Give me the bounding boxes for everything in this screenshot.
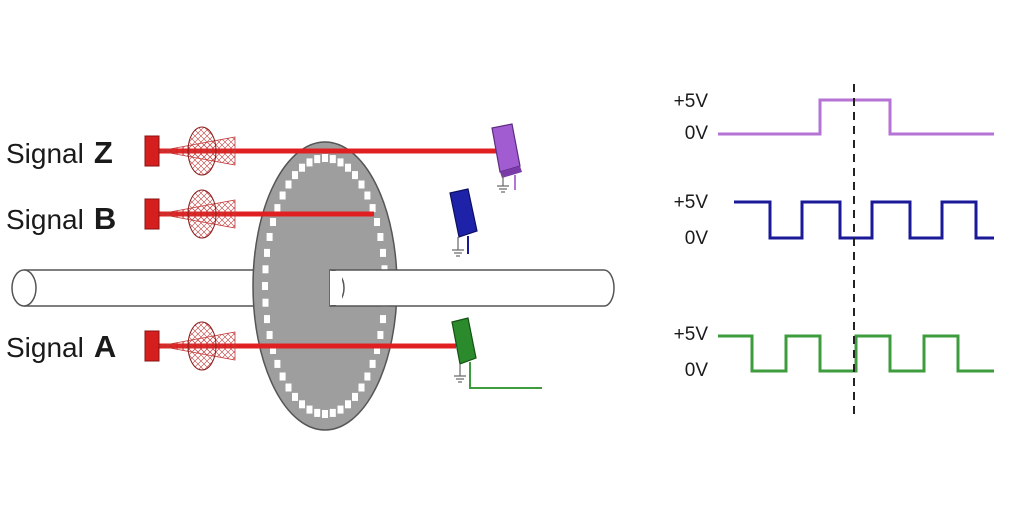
disk-slot (374, 346, 380, 354)
disk-slot (329, 155, 336, 164)
disk-slot (364, 372, 371, 381)
disk-slot (270, 218, 276, 226)
emitter-b (144, 189, 236, 239)
detector-z (491, 123, 522, 193)
disk-slot (264, 315, 270, 324)
disk-slot (369, 359, 376, 368)
disk-slot (262, 298, 269, 307)
waveform-b (734, 200, 994, 240)
disk-slot (358, 383, 365, 392)
disk-slot (274, 359, 281, 368)
signal-letter: A (93, 329, 117, 364)
disk-slot (314, 408, 321, 417)
disk-slot (377, 331, 384, 339)
voltage-high-b: +5V (673, 192, 708, 213)
signal-label-a: Signal A (6, 331, 116, 362)
disk-slot (279, 372, 286, 381)
emitters (144, 126, 236, 371)
disk-slot (279, 191, 286, 200)
voltage-high-z: +5V (673, 91, 708, 112)
detector-b (449, 188, 478, 257)
disk-slot (266, 233, 273, 241)
disk-slot (345, 400, 351, 409)
voltage-low-b: 0V (684, 228, 708, 249)
disk-slot (292, 171, 298, 180)
disk-slot (299, 400, 305, 409)
disk-slot (292, 392, 298, 401)
shaft-right (329, 269, 615, 307)
emitter-z (144, 126, 236, 176)
signal-letter: B (93, 201, 117, 236)
disk-slot (377, 233, 384, 241)
disk-slot (364, 191, 371, 200)
voltage-high-a: +5V (673, 324, 708, 345)
signal-prefix: Signal (6, 204, 84, 235)
disk-slot (337, 158, 344, 167)
detector-a (451, 317, 542, 389)
disk-slot (262, 282, 268, 290)
disk-slot (285, 383, 292, 392)
signal-label-b: Signal B (6, 203, 116, 234)
disk-slot (352, 171, 358, 180)
disk-slot (266, 331, 273, 339)
disk-slot (322, 154, 328, 162)
disk-slot (329, 408, 336, 417)
signal-letter: Z (93, 135, 113, 170)
disk-slot (306, 158, 313, 167)
waveform-z (718, 98, 994, 136)
waveform-a (718, 334, 994, 373)
signal-prefix: Signal (6, 332, 84, 363)
disk-slot (345, 163, 351, 172)
disk-slot (270, 346, 276, 354)
signal-label-z: Signal Z (6, 137, 113, 168)
disk-slot (374, 218, 380, 226)
disk-slot (285, 180, 292, 189)
disk-slot (358, 180, 365, 189)
disk-slot (352, 392, 358, 401)
disk-slot (299, 163, 305, 172)
waveforms (718, 98, 994, 373)
disk-slot (306, 405, 313, 414)
disk-slot (322, 410, 328, 418)
disk-slot (380, 315, 386, 324)
signal-prefix: Signal (6, 138, 84, 169)
voltage-low-z: 0V (684, 123, 708, 144)
emitter-a (144, 321, 236, 371)
disk-slot (314, 155, 321, 164)
disk-slot (264, 248, 270, 257)
disk-slot (380, 248, 386, 257)
disk-slot (274, 204, 281, 213)
voltage-low-a: 0V (684, 360, 708, 381)
disk-slot (369, 204, 376, 213)
disk-slot (262, 265, 269, 274)
disk-slot (337, 405, 344, 414)
